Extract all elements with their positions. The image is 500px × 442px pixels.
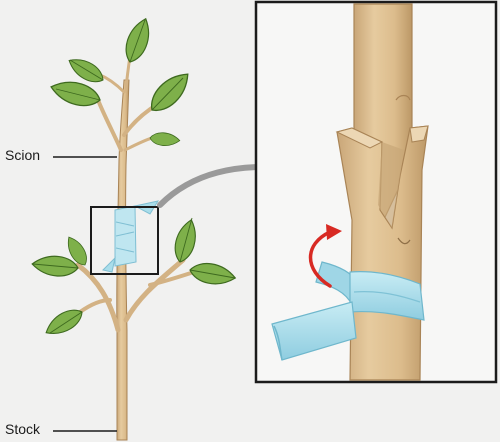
branch-mid-right <box>123 136 154 152</box>
branch-lower-right <box>123 257 186 323</box>
bark-mark <box>397 237 411 245</box>
zoom-panel <box>254 0 498 384</box>
plant <box>30 14 238 441</box>
bud <box>395 94 411 101</box>
stock-label: Stock <box>5 421 41 437</box>
zoom-selection-box <box>90 206 159 275</box>
branch-lower-left-2 <box>78 298 112 314</box>
leaf-veins <box>32 19 236 334</box>
branch-upper-left <box>96 98 123 152</box>
scion-label: Scion <box>5 147 41 163</box>
leaf <box>149 131 181 148</box>
cleft-shading <box>378 142 404 228</box>
cleft-cut-top-left <box>335 127 384 149</box>
branch-lower-left <box>75 262 121 333</box>
rotation-arrow <box>308 224 342 288</box>
cleft-cut-top-right <box>409 125 429 143</box>
small-graft-tape <box>102 200 160 273</box>
graft-tape <box>271 261 425 361</box>
